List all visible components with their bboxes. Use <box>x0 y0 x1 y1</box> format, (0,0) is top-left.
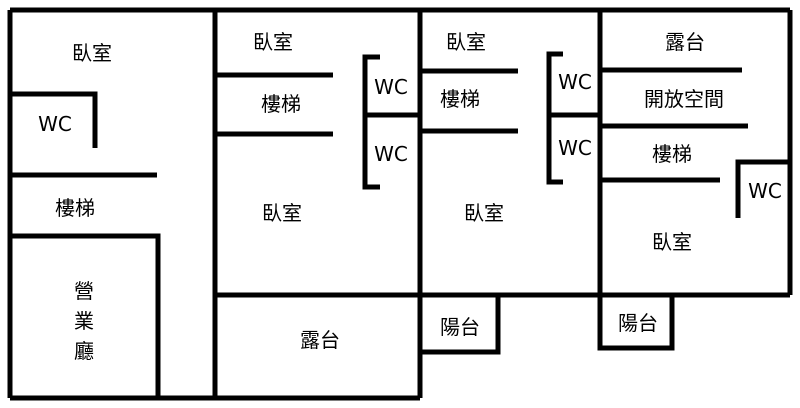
business-hall-char-1: 營 <box>74 279 94 303</box>
room-label-terrace-unit2: 露台 <box>300 328 340 352</box>
business-hall-char-3: 廳 <box>74 339 94 363</box>
room-label-bedroom-unit3-top: 臥室 <box>446 30 486 54</box>
balcony-wall-unit3 <box>420 295 501 355</box>
room-label-stairs-unit1: 樓梯 <box>55 196 95 220</box>
room-label-balcony-unit4: 陽台 <box>618 311 658 335</box>
room-label-wc-unit4: WC <box>748 179 782 203</box>
room-label-wc-unit3-bottom: WC <box>558 136 592 160</box>
room-label-wc-unit2-bottom: WC <box>374 142 408 166</box>
wc-wall-unit2 <box>362 54 380 190</box>
room-label-wc-unit3-top: WC <box>558 70 592 94</box>
room-label-business-hall: 營 業 廳 <box>72 276 96 366</box>
wc-wall-unit4 <box>735 159 790 218</box>
wc-wall-unit1 <box>10 91 98 148</box>
room-label-wc-unit2-top: WC <box>374 75 408 99</box>
room-label-terrace-unit4: 露台 <box>665 30 705 54</box>
room-label-stairs-unit4: 樓梯 <box>652 142 692 166</box>
room-label-bedroom-unit3-main: 臥室 <box>464 201 504 225</box>
room-label-wc-unit1: WC <box>38 112 72 136</box>
room-label-balcony-unit3: 陽台 <box>440 315 480 339</box>
room-label-bedroom-unit1: 臥室 <box>72 41 112 65</box>
business-hall-wall <box>10 233 161 398</box>
room-label-bedroom-unit2-main: 臥室 <box>262 201 302 225</box>
room-label-stairs-unit3: 樓梯 <box>440 87 480 111</box>
room-label-bedroom-unit2-top: 臥室 <box>253 30 293 54</box>
business-hall-char-2: 業 <box>74 309 94 333</box>
room-label-stairs-unit2: 樓梯 <box>261 92 301 116</box>
wc-wall-unit3 <box>546 51 563 185</box>
balcony-wall-unit4 <box>597 295 675 351</box>
room-label-open-space: 開放空間 <box>644 87 724 111</box>
room-label-bedroom-unit4: 臥室 <box>652 230 692 254</box>
